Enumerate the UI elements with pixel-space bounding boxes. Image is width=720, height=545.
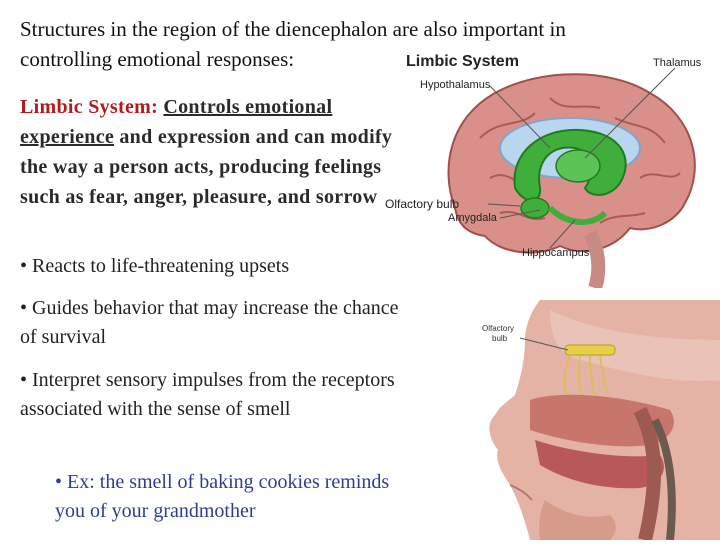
figure-title: Limbic System bbox=[406, 53, 519, 70]
label-hypothalamus: Hypothalamus bbox=[420, 79, 491, 91]
intro-text: Structures in the region of the dienceph… bbox=[20, 17, 566, 71]
label-olfactory-bulb: Olfactory bulb bbox=[385, 197, 460, 211]
limbic-underlined: Controls emotional experience bbox=[20, 96, 333, 148]
head-illustration bbox=[470, 300, 720, 542]
example-bullet: • Ex: the smell of baking cookies remind… bbox=[55, 471, 390, 522]
label-amygdala: Amygdala bbox=[448, 212, 497, 224]
limbic-rest: and expression and can modify the way a … bbox=[20, 126, 393, 208]
limbic-definition: Limbic System: Controls emotional experi… bbox=[20, 92, 400, 212]
head-label-olfactory: Olfactory bbox=[482, 324, 515, 333]
bullet-guides: • Guides behavior that may increase the … bbox=[20, 297, 399, 348]
head-label-bulb: bulb bbox=[492, 334, 508, 343]
bullet-interpret: • Interpret sensory impulses from the re… bbox=[20, 369, 395, 420]
brain-illustration bbox=[447, 67, 696, 291]
bullet-reacts: • Reacts to life-threatening upsets bbox=[20, 255, 290, 277]
label-thalamus: Thalamus bbox=[653, 57, 702, 69]
label-hippocampus: Hippocampus bbox=[522, 247, 590, 259]
limbic-system-figure: Limbic System Thalamus Hypothalamus Olfa… bbox=[385, 48, 720, 291]
limbic-term: Limbic System: bbox=[20, 96, 159, 118]
olfactory-anatomy-figure: Olfactory bulb bbox=[470, 300, 720, 542]
